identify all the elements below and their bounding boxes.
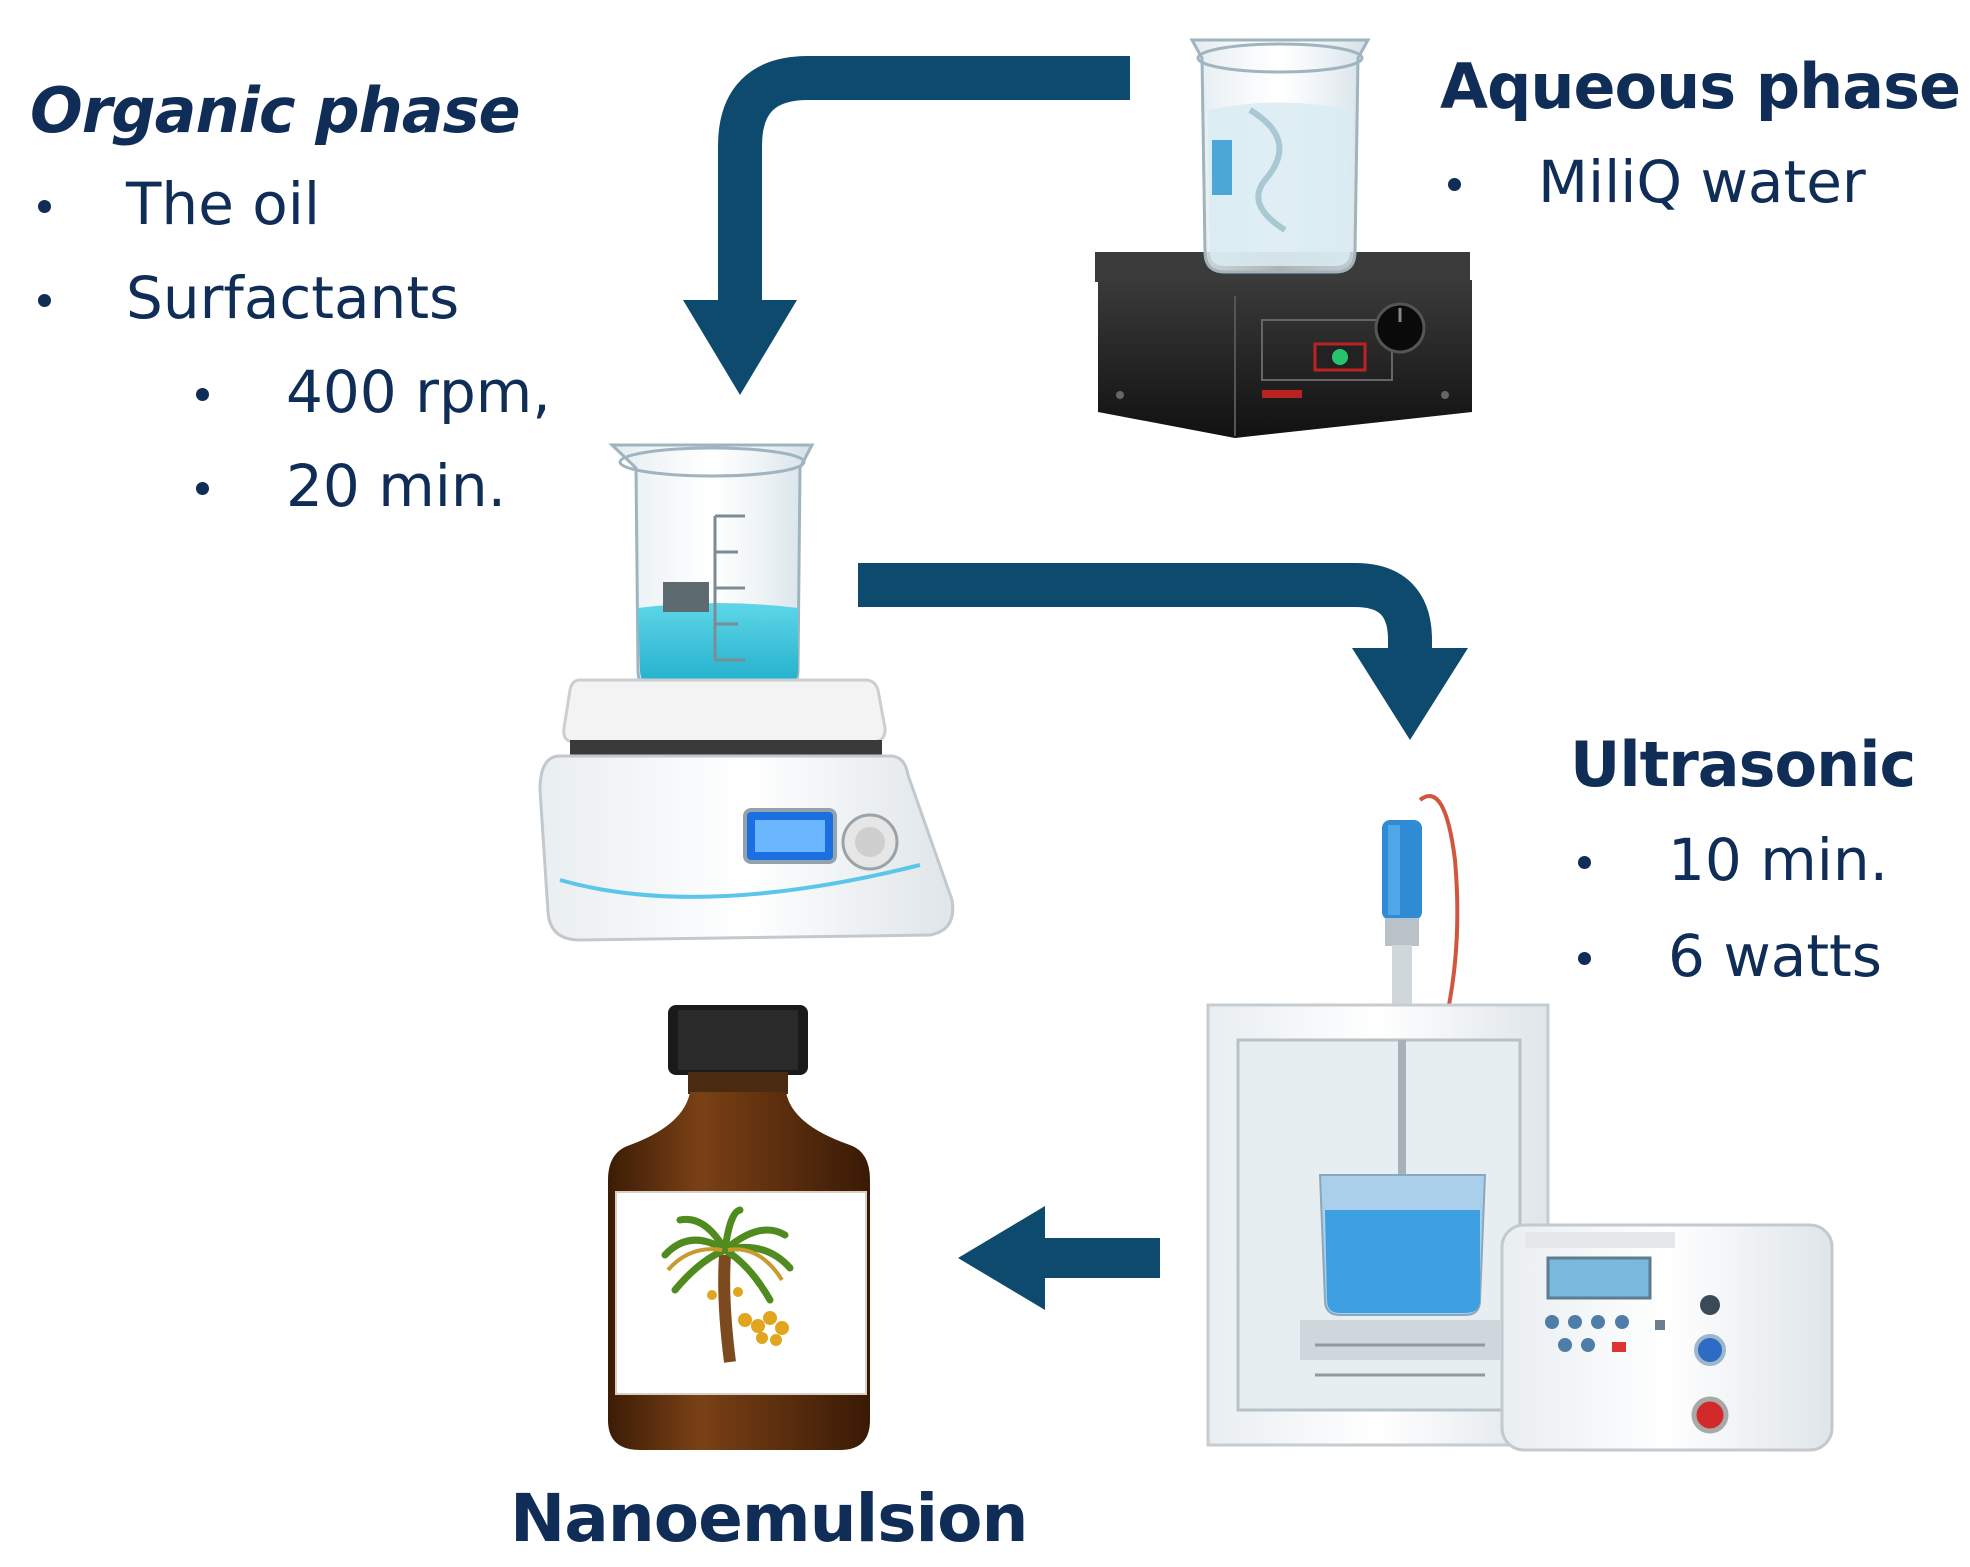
organic-phase-heading: Organic phase <box>30 74 521 147</box>
bullet-dot <box>38 200 51 213</box>
organic-item-oil: The oil <box>126 170 321 238</box>
bullet-dot <box>1578 856 1591 869</box>
nanoemulsion-label: Nanoemulsion <box>510 1480 1028 1557</box>
bullet-dot <box>1448 178 1461 191</box>
ultrasonic-item-power: 6 watts <box>1668 922 1883 990</box>
hotplate-stirrer-icon <box>538 443 955 942</box>
ultrasonic-item-time: 10 min. <box>1668 826 1889 894</box>
ultrasonic-heading: Ultrasonic <box>1570 728 1916 801</box>
arrow-ultrasonic-to-nanoemulsion <box>958 1206 1160 1310</box>
organic-item-surfactants: Surfactants <box>126 264 460 332</box>
organic-condition-speed: 400 rpm, <box>286 358 551 426</box>
palm-tree-icon <box>661 1206 794 1363</box>
bullet-dot <box>38 294 51 307</box>
arrow-aqueous-to-organic <box>683 56 1130 395</box>
bullet-dot <box>196 388 209 401</box>
aqueous-item-water: MiliQ water <box>1538 148 1866 216</box>
arrow-organic-to-ultrasonic <box>858 563 1468 740</box>
organic-condition-time: 20 min. <box>286 452 507 520</box>
aqueous-phase-heading: Aqueous phase <box>1440 50 1961 123</box>
amber-bottle-icon <box>608 1005 870 1450</box>
bullet-dot <box>1578 952 1591 965</box>
bullet-dot <box>196 482 209 495</box>
beaker-on-stirrer-icon <box>1095 38 1472 438</box>
ultrasonic-homogenizer-icon <box>1206 794 1834 1452</box>
